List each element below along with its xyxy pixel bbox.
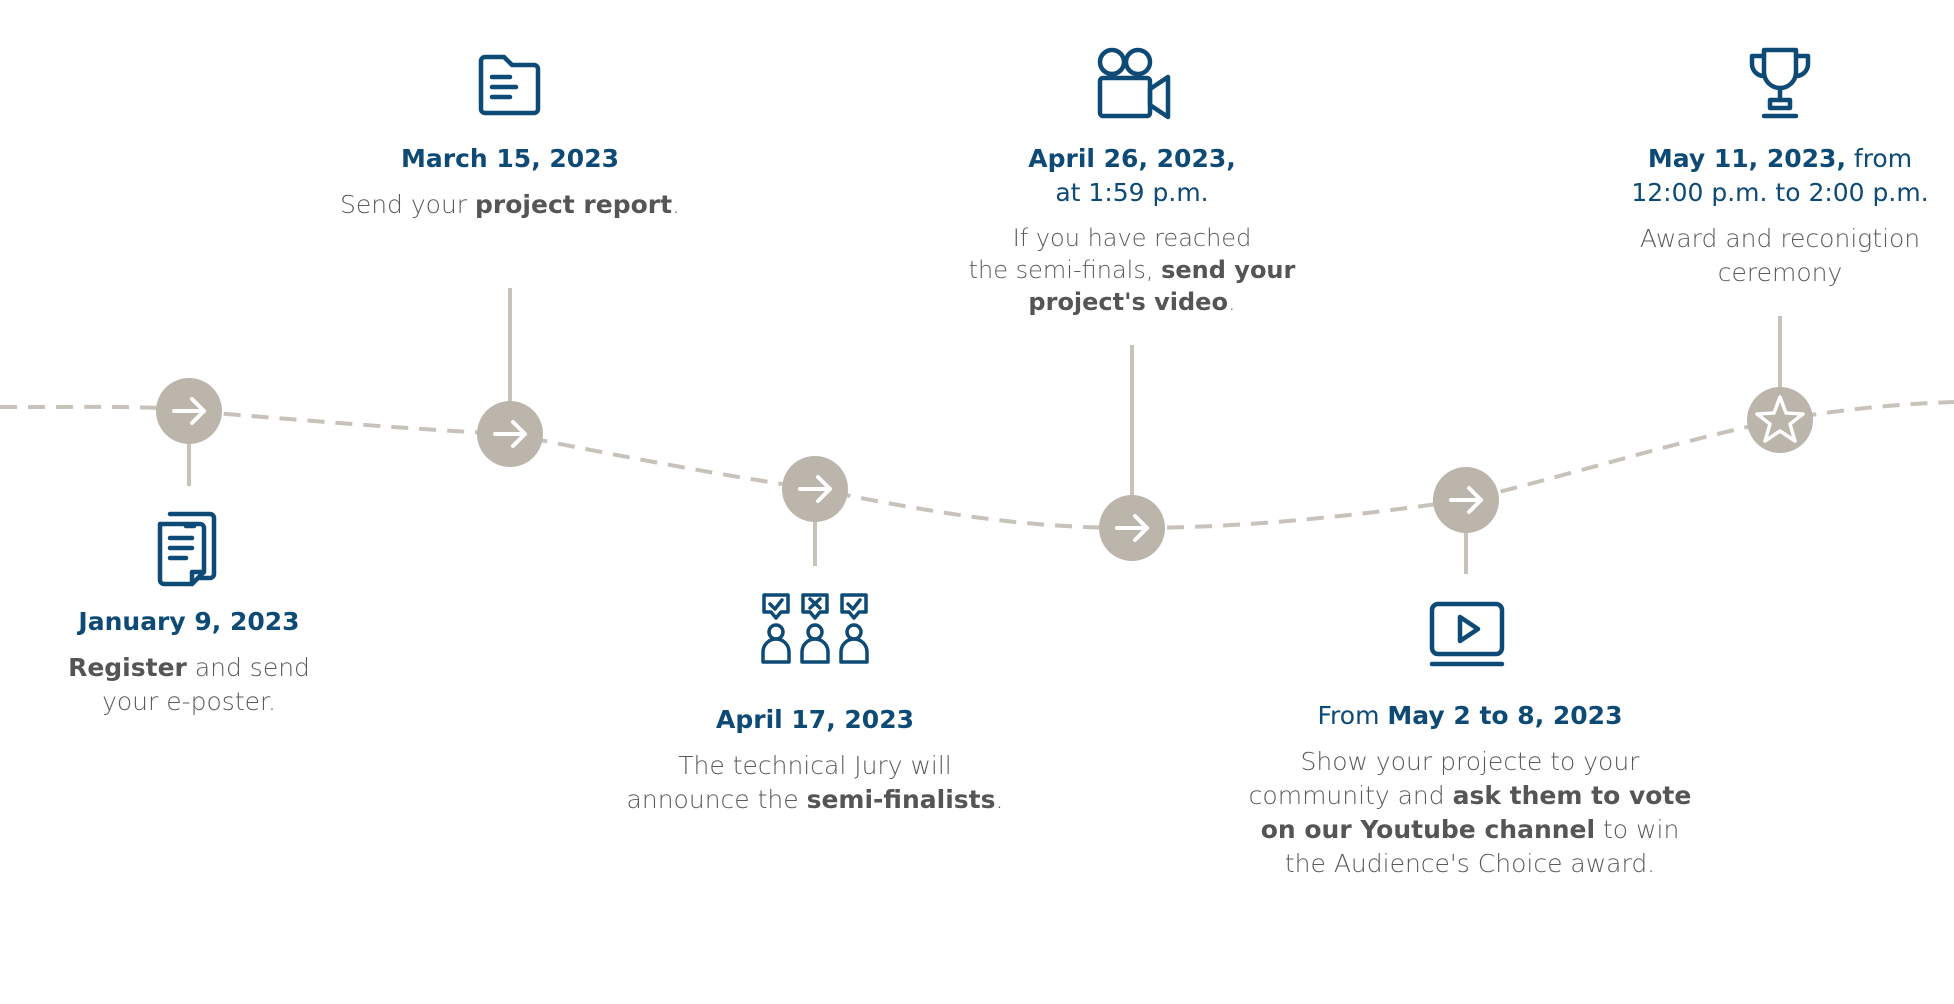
desc-text: the Audience's Choice award.	[1284, 849, 1656, 878]
milestone-time: at 1:59 p.m.	[1055, 178, 1209, 207]
milestone-may11: May 11, 2023, from 12:00 p.m. to 2:00 p.…	[1600, 142, 1954, 290]
desc-text: ceremony	[1717, 258, 1843, 287]
desc-text: to win	[1595, 815, 1680, 844]
arrow-right-icon	[798, 475, 832, 503]
milestone-jan9: January 9, 2023 Register and send your e…	[39, 605, 339, 719]
node-jan9	[156, 378, 222, 444]
milestone-date: March 15, 2023	[401, 144, 619, 173]
desc-emphasis: project report	[475, 190, 673, 219]
desc-text: the semi-finals,	[968, 256, 1162, 284]
desc-text: Send your	[339, 190, 476, 219]
desc-text: community and	[1248, 781, 1453, 810]
desc-text: your e-poster.	[102, 687, 276, 716]
desc-emphasis: on our Youtube channel	[1260, 815, 1596, 844]
desc-text: Show your projecte to your	[1300, 747, 1640, 776]
arrow-right-icon	[1449, 486, 1483, 514]
milestone-date: May 11, 2023, from	[1647, 144, 1913, 173]
desc-emphasis: send your	[1161, 256, 1296, 284]
desc-text: The technical Jury will	[678, 751, 952, 780]
arrow-right-icon	[493, 420, 527, 448]
desc-text: .	[672, 190, 681, 219]
play-screen-icon	[1428, 600, 1506, 668]
node-apr26	[1099, 495, 1165, 561]
milestone-description: Show your projecte to your community and…	[1230, 745, 1710, 881]
milestone-description: Award and reconigtion ceremony	[1600, 222, 1954, 290]
milestone-description: Register and send your e-poster.	[39, 651, 339, 719]
milestone-may2: From May 2 to 8, 2023 Show your projecte…	[1230, 699, 1710, 881]
desc-text: .	[995, 785, 1004, 814]
desc-emphasis: semi-finalists	[806, 785, 996, 814]
star-icon	[1755, 395, 1805, 443]
milestone-time: 12:00 p.m. to 2:00 p.m.	[1631, 178, 1929, 207]
desc-text: announce the	[626, 785, 807, 814]
milestone-date: April 17, 2023	[716, 705, 914, 734]
milestone-date: From May 2 to 8, 2023	[1317, 701, 1623, 730]
desc-text: and send	[186, 653, 310, 682]
desc-emphasis: Register	[68, 653, 187, 682]
milestone-date: January 9, 2023	[78, 607, 300, 636]
video-camera-icon	[1094, 46, 1174, 120]
node-may2	[1433, 467, 1499, 533]
milestone-description: If you have reached the semi-finals, sen…	[942, 222, 1322, 318]
node-apr17	[782, 456, 848, 522]
milestone-apr26: April 26, 2023, at 1:59 p.m. If you have…	[942, 142, 1322, 318]
folder-icon	[476, 52, 544, 118]
timeline-dashed-path	[0, 400, 1954, 531]
arrow-right-icon	[172, 397, 206, 425]
milestone-description: The technical Jury will announce the sem…	[595, 749, 1035, 817]
node-mar15	[477, 401, 543, 467]
trophy-icon	[1746, 46, 1814, 120]
milestone-date: April 26, 2023,	[1028, 144, 1236, 173]
desc-text: .	[1227, 288, 1236, 316]
arrow-right-icon	[1115, 514, 1149, 542]
milestone-apr17: April 17, 2023 The technical Jury will a…	[595, 703, 1035, 817]
desc-emphasis: project's video	[1028, 288, 1228, 316]
node-may11	[1747, 387, 1813, 453]
milestone-mar15: March 15, 2023 Send your project report.	[330, 142, 690, 222]
milestone-description: Send your project report.	[330, 188, 690, 222]
desc-text: If you have reached	[1012, 224, 1252, 252]
documents-icon	[154, 508, 220, 588]
jury-icon	[760, 592, 870, 664]
desc-text: Award and reconigtion	[1639, 224, 1921, 253]
desc-emphasis: ask them to vote	[1452, 781, 1692, 810]
